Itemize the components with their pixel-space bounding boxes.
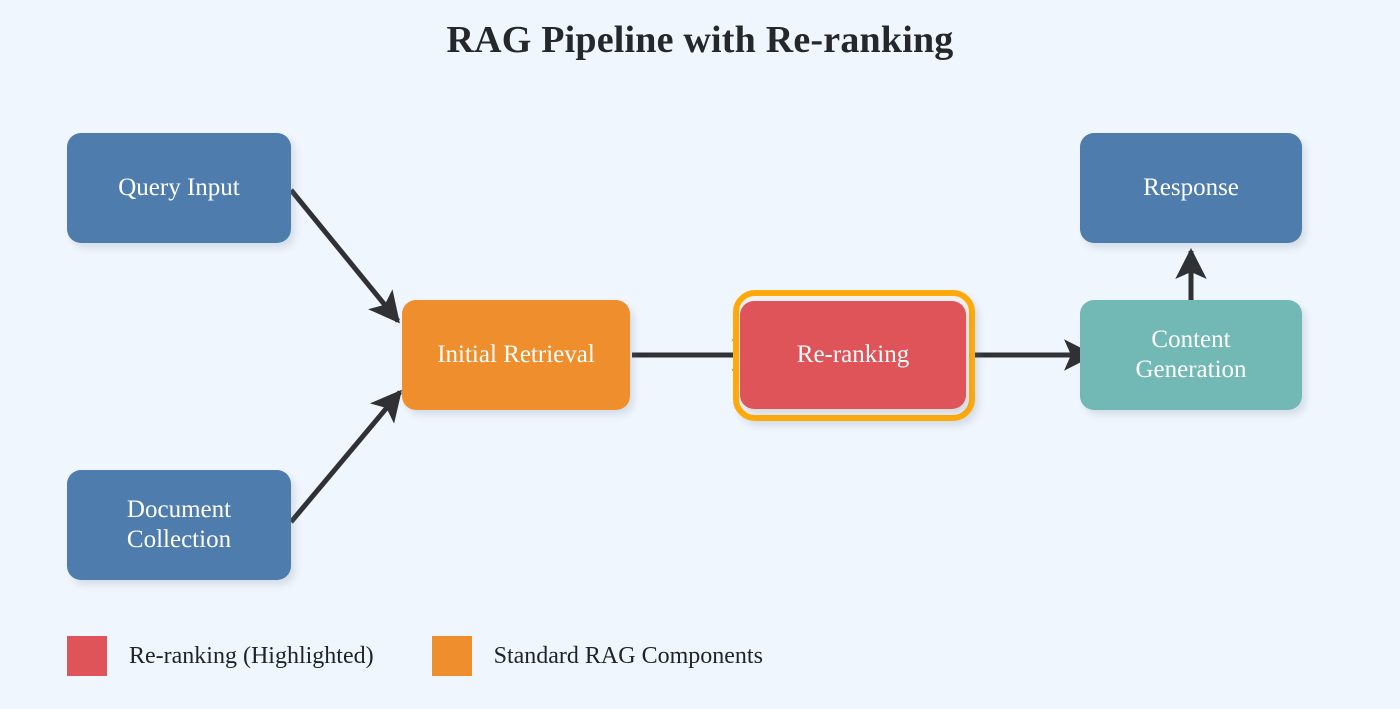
- legend: Re-ranking (Highlighted) Standard RAG Co…: [67, 636, 763, 676]
- node-content-generation-label: Content Generation: [1115, 325, 1266, 386]
- node-re-ranking-label: Re-ranking: [796, 340, 910, 368]
- node-document-collection-label-line2: Collection: [126, 526, 232, 553]
- node-re-ranking[interactable]: Re-ranking: [740, 301, 966, 409]
- node-query-input-label: Query Input: [118, 173, 240, 201]
- node-content-generation-label-line2: Generation: [1135, 356, 1247, 383]
- node-document-collection-label-line1: Document: [126, 495, 232, 523]
- node-content-generation-label-line1: Content: [1151, 325, 1231, 353]
- node-initial-retrieval[interactable]: Initial Retrieval: [402, 300, 630, 410]
- node-response-label: Response: [1143, 173, 1239, 201]
- edge-docs-to-initial: [289, 389, 402, 524]
- node-response[interactable]: Response: [1080, 133, 1302, 243]
- node-query-input[interactable]: Query Input: [67, 133, 291, 243]
- legend-item-standard: Standard RAG Components: [431, 636, 763, 676]
- page-title: RAG Pipeline with Re-ranking: [446, 19, 954, 61]
- legend-swatch-rerank: [67, 636, 107, 676]
- node-document-collection-label: Document Collection: [107, 495, 251, 556]
- legend-label-standard: Standard RAG Components: [493, 642, 763, 669]
- legend-swatch-standard: [431, 636, 472, 676]
- node-document-collection[interactable]: Document Collection: [67, 470, 291, 580]
- node-initial-retrieval-label: Initial Retrieval: [437, 340, 595, 368]
- node-content-generation[interactable]: Content Generation: [1080, 300, 1302, 410]
- legend-label-rerank: Re-ranking (Highlighted): [129, 642, 374, 669]
- legend-item-rerank: Re-ranking (Highlighted): [67, 636, 374, 676]
- edge-query-to-initial: [289, 188, 400, 324]
